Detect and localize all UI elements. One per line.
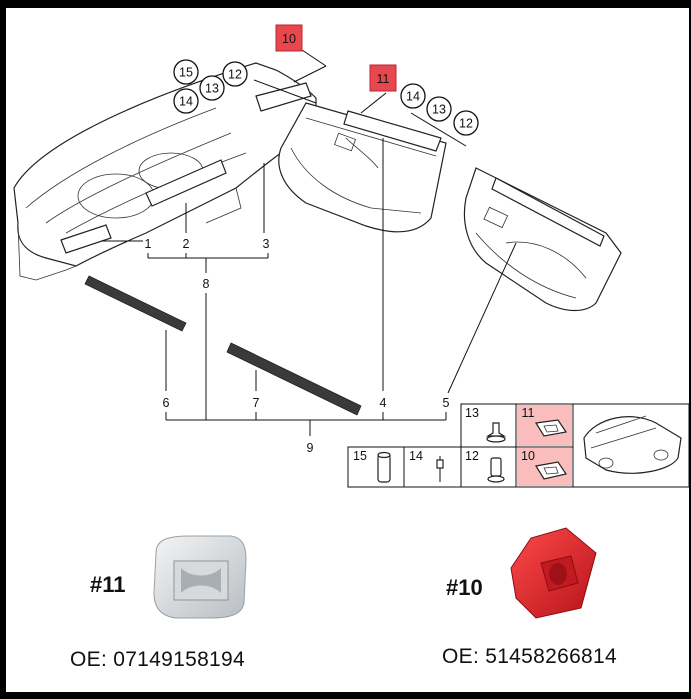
- legend-label-14: 14: [409, 449, 423, 463]
- callout-red-11: [369, 64, 397, 92]
- part-number-labels: 1 2 3 8 4 5 6 7 9: [145, 237, 450, 455]
- callout-12-door: 12: [459, 117, 473, 131]
- part-number-9: 9: [307, 441, 314, 455]
- oe-number-11: OE: 07149158194: [70, 648, 245, 671]
- oe-number-10: OE: 51458266814: [442, 645, 617, 668]
- fastener-12-drawing: [487, 457, 505, 483]
- fastener-15-drawing: [377, 451, 391, 483]
- callout-group-door: 11 14 13 12: [369, 64, 479, 136]
- clip-10-photo: [510, 527, 597, 619]
- callout-red-10-text: 10: [282, 32, 296, 46]
- legend-label-12: 12: [465, 449, 479, 463]
- callout-14: 14: [179, 95, 193, 109]
- callout-12: 12: [228, 68, 242, 82]
- front-door-drawing: [278, 102, 447, 233]
- fastener-10-drawing: [535, 461, 567, 480]
- leader-lines: [101, 45, 517, 436]
- car-silhouette-drawing: [583, 415, 682, 474]
- rear-door-drawing: [463, 167, 622, 312]
- part-number-1: 1: [145, 237, 152, 251]
- image-frame: 10 15 12 14 13 11 14 13 12 1 2 3 8 4 5 6…: [6, 8, 689, 692]
- callout-14-door: 14: [406, 90, 420, 104]
- part-number-7: 7: [253, 396, 260, 410]
- dashboard-drawing: [13, 62, 317, 281]
- callout-red-10: [275, 24, 303, 52]
- fastener-13-drawing: [485, 422, 507, 443]
- fastener-legend-table: 13 11 15 14 12 10: [347, 403, 689, 488]
- callout-red-11-text: 11: [377, 72, 390, 86]
- legend-label-10: 10: [521, 449, 535, 463]
- callout-15: 15: [179, 66, 193, 80]
- legend-label-13: 13: [465, 406, 479, 420]
- parts-diagram: 10 15 12 14 13 11 14 13 12 1 2 3 8 4 5 6…: [13, 24, 689, 619]
- fastener-11-drawing: [535, 419, 568, 437]
- fastener-14-drawing: [436, 456, 444, 482]
- sill-strip-6: [84, 275, 187, 332]
- part-number-4: 4: [380, 396, 387, 410]
- part-number-8: 8: [203, 277, 210, 291]
- legend-label-15: 15: [353, 449, 367, 463]
- legend-label-11: 11: [522, 406, 535, 420]
- callout-group-dash: 10 15 12 14 13: [173, 24, 303, 114]
- product-tag-10: #10: [446, 575, 483, 600]
- part-number-2: 2: [183, 237, 190, 251]
- part-number-3: 3: [263, 237, 270, 251]
- clip-11-photo: [153, 535, 247, 619]
- part-number-5: 5: [443, 396, 450, 410]
- sill-strip-7: [226, 342, 362, 416]
- product-tag-11: #11: [90, 572, 126, 597]
- callout-13: 13: [205, 82, 219, 96]
- part-number-6: 6: [163, 396, 170, 410]
- callout-13-door: 13: [432, 103, 446, 117]
